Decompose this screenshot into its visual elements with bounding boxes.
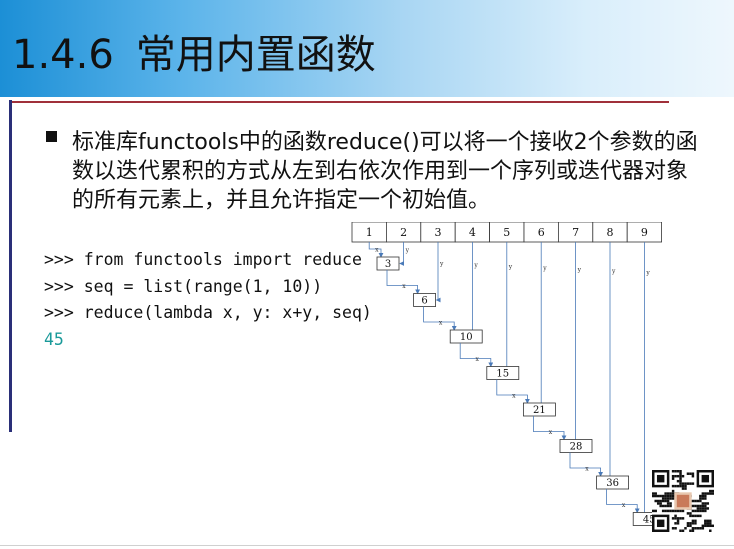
result-label: 3 xyxy=(385,259,391,270)
x-arrow xyxy=(569,452,604,477)
x-label: x xyxy=(622,502,626,509)
x-label: x xyxy=(585,466,589,473)
y-label: y xyxy=(508,264,513,271)
sequence-cell-label: 8 xyxy=(607,226,614,239)
sequence-cell-label: 9 xyxy=(641,226,648,239)
y-label: y xyxy=(611,268,616,275)
x-arrow xyxy=(423,306,457,331)
y-arrow xyxy=(435,242,441,303)
result-label: 45 xyxy=(643,515,656,526)
result-label: 6 xyxy=(421,296,427,307)
x-arrow xyxy=(532,416,567,441)
result-label: 36 xyxy=(606,478,619,489)
bullet-marker xyxy=(46,131,57,142)
result-box xyxy=(376,256,400,271)
title-band xyxy=(0,0,734,97)
x-label: x xyxy=(512,393,516,400)
x-label: x xyxy=(402,283,406,290)
y-arrow xyxy=(399,242,404,266)
x-arrow xyxy=(606,489,640,514)
x-label: x xyxy=(476,356,480,363)
result-box xyxy=(559,439,593,453)
result-label: 21 xyxy=(533,405,546,416)
y-label: y xyxy=(405,247,410,254)
sequence-cell-label: 2 xyxy=(400,226,407,239)
result-box xyxy=(449,329,483,344)
left-accent-bar xyxy=(9,100,12,432)
result-box xyxy=(522,402,556,417)
result-label: 28 xyxy=(570,442,583,453)
sequence-cell-label: 6 xyxy=(538,226,545,239)
section-title: 常用内置函数 xyxy=(135,32,376,78)
y-label: y xyxy=(439,261,444,268)
x-arrow xyxy=(496,379,530,404)
code-line: >>> from functools import reduce xyxy=(44,250,362,269)
code-line: >>> reduce(lambda x, y: x+y, seq) xyxy=(44,303,372,322)
x-arrow xyxy=(386,270,420,295)
section-number: 1.4.6 xyxy=(12,32,114,78)
y-arrow xyxy=(609,242,621,485)
sequence-cell-label: 3 xyxy=(435,226,442,239)
code-line: >>> seq = list(range(1, 10)) xyxy=(44,276,323,296)
result-box xyxy=(486,366,520,380)
sequence-cell-label: 1 xyxy=(366,226,373,239)
qr-code-icon xyxy=(652,470,714,532)
sequence-cell-label: 7 xyxy=(572,226,579,239)
x-arrow xyxy=(368,242,384,258)
result-label: 10 xyxy=(460,332,473,343)
bullet-text: 标准库functools中的函数reduce()可以将一个接收2个参数的函数以迭… xyxy=(72,130,698,213)
code-output: 45 xyxy=(44,329,64,349)
code-block: >>> from functools import reduce >>> seq… xyxy=(44,250,372,356)
result-box xyxy=(596,475,630,490)
y-label: y xyxy=(577,267,582,274)
y-label: y xyxy=(542,265,547,272)
slide-title: 1.4.6 常用内置函数 xyxy=(12,22,376,80)
result-box xyxy=(413,293,436,307)
y-label: y xyxy=(645,270,650,277)
y-label: y xyxy=(473,262,478,269)
y-arrow xyxy=(505,242,511,376)
x-label: x xyxy=(549,429,553,436)
x-arrow xyxy=(459,343,494,368)
sequence-cell-label: 5 xyxy=(503,226,510,239)
x-label: x xyxy=(375,247,379,254)
y-arrow xyxy=(469,242,474,339)
x-label: x xyxy=(439,320,443,327)
title-divider xyxy=(9,101,669,103)
result-label: 15 xyxy=(496,369,509,380)
bottom-divider xyxy=(0,545,734,546)
sequence-cell-label: 4 xyxy=(469,226,476,239)
